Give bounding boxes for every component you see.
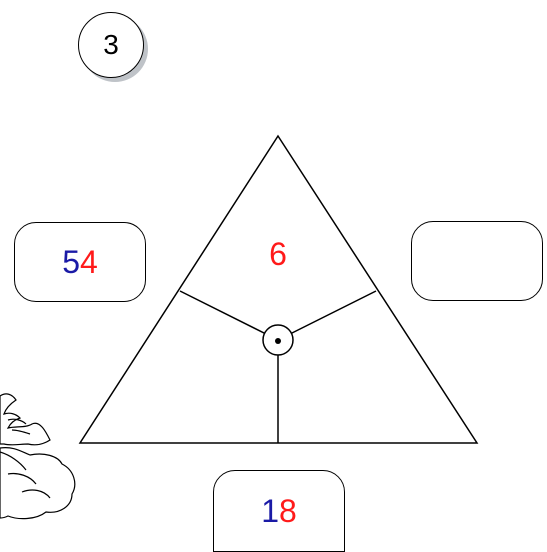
divider-right [277, 290, 377, 341]
answer-box-right[interactable] [411, 221, 543, 301]
triangle-top-value: 6 [269, 236, 287, 272]
divider-left [179, 290, 279, 341]
cloud-doodle-icon [0, 393, 76, 520]
problem-number-badge: 3 [78, 12, 144, 78]
problem-number: 3 [103, 29, 119, 60]
center-dot [275, 338, 281, 344]
left-tens-digit: 5 [62, 243, 80, 280]
bottom-ones-digit: 8 [279, 492, 297, 529]
bottom-tens-digit: 1 [261, 492, 279, 529]
left-ones-digit: 4 [80, 243, 98, 280]
